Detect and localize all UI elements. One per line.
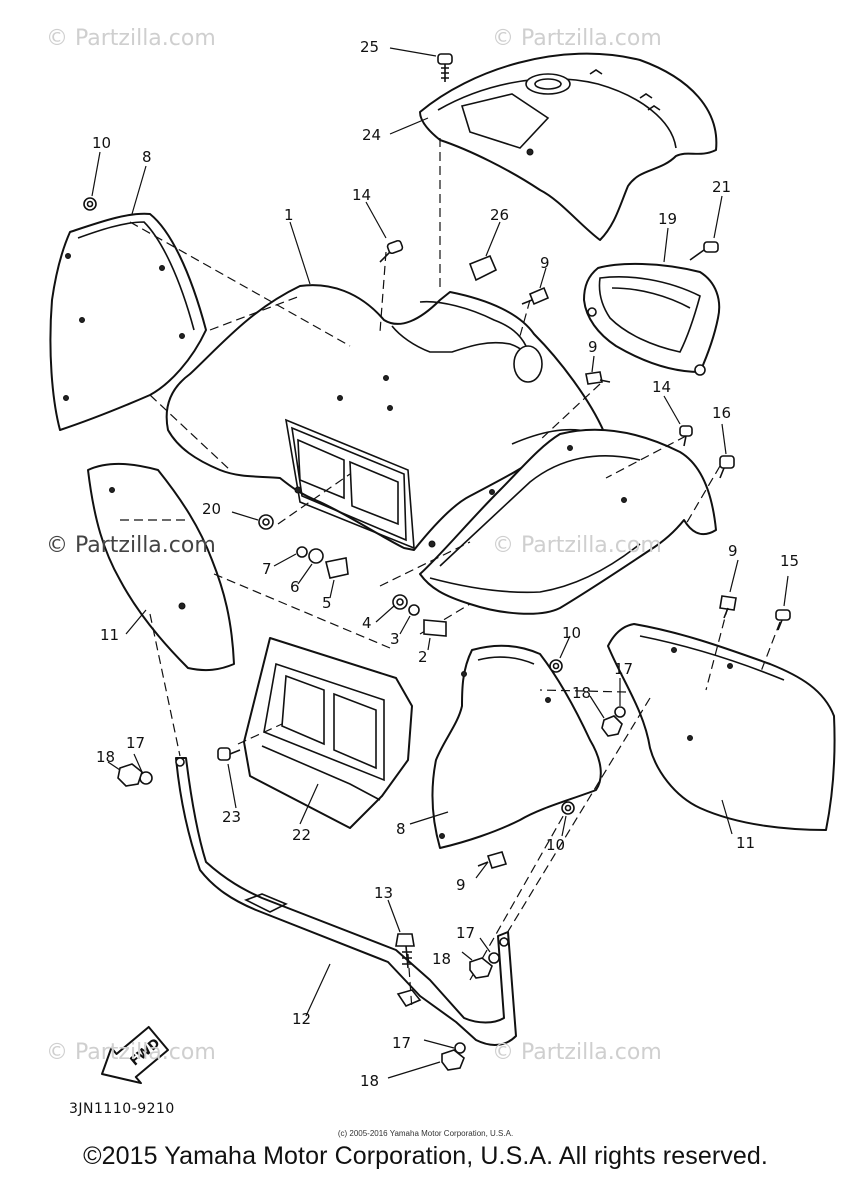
hardware <box>83 53 791 1071</box>
part-11-right-lower-fender[interactable] <box>607 623 836 831</box>
callout-26[interactable]: 26 <box>490 206 509 224</box>
copyright-notice: ©2015 Yamaha Motor Corporation, U.S.A. A… <box>83 1142 768 1170</box>
assembly-lines <box>129 138 781 1011</box>
callout-14[interactable]: 14 <box>352 186 371 204</box>
callout-21[interactable]: 21 <box>712 178 731 196</box>
callout-18[interactable]: 18 <box>572 684 591 702</box>
watermark: © Partzilla.com <box>46 533 216 558</box>
callout-8[interactable]: 8 <box>396 820 406 838</box>
callout-10[interactable]: 10 <box>562 624 581 642</box>
part-11-left-flap[interactable] <box>87 462 235 672</box>
callout-11[interactable]: 11 <box>736 834 755 852</box>
callout-18[interactable]: 18 <box>360 1072 379 1090</box>
callout-9[interactable]: 9 <box>456 876 466 894</box>
callout-9[interactable]: 9 <box>540 254 550 272</box>
watermark: © Partzilla.com <box>46 26 216 51</box>
callout-23[interactable]: 23 <box>222 808 241 826</box>
callout-12[interactable]: 12 <box>292 1010 311 1028</box>
callout-3[interactable]: 3 <box>390 630 400 648</box>
callout-11[interactable]: 11 <box>100 626 119 644</box>
callout-numbers: 25 24 10 8 14 1 26 21 19 9 9 14 16 20 7 … <box>92 38 799 1090</box>
small-copyright: (c) 2005-2016 Yamaha Motor Corporation, … <box>337 1129 514 1138</box>
callout-1[interactable]: 1 <box>284 206 294 224</box>
part-12-guard-bar[interactable] <box>175 757 517 1046</box>
part-24-upper-cover[interactable] <box>419 52 718 241</box>
callout-10[interactable]: 10 <box>92 134 111 152</box>
callout-19[interactable]: 19 <box>658 210 677 228</box>
part-19-rear-housing[interactable] <box>583 262 721 376</box>
callout-4[interactable]: 4 <box>362 614 372 632</box>
callout-17[interactable]: 17 <box>614 660 633 678</box>
callout-18[interactable]: 18 <box>96 748 115 766</box>
part-1-front-body[interactable] <box>165 284 605 551</box>
callout-10[interactable]: 10 <box>546 836 565 854</box>
callout-24[interactable]: 24 <box>362 126 381 144</box>
callout-15[interactable]: 15 <box>780 552 799 570</box>
callout-9[interactable]: 9 <box>728 542 738 560</box>
callout-2[interactable]: 2 <box>418 648 428 666</box>
part-8-side-cover-right[interactable] <box>431 644 602 849</box>
part-11-right-top-fender[interactable] <box>419 428 717 615</box>
callout-6[interactable]: 6 <box>290 578 300 596</box>
watermark: © Partzilla.com <box>492 26 662 51</box>
callout-9[interactable]: 9 <box>588 338 598 356</box>
leader-lines <box>91 47 789 1079</box>
callout-18[interactable]: 18 <box>432 950 451 968</box>
callout-13[interactable]: 13 <box>374 884 393 902</box>
callout-25[interactable]: 25 <box>360 38 379 56</box>
callout-17[interactable]: 17 <box>392 1034 411 1052</box>
callout-16[interactable]: 16 <box>712 404 731 422</box>
callout-17[interactable]: 17 <box>126 734 145 752</box>
callout-8[interactable]: 8 <box>142 148 152 166</box>
watermark: © Partzilla.com <box>492 533 662 558</box>
callout-22[interactable]: 22 <box>292 826 311 844</box>
callout-5[interactable]: 5 <box>322 594 332 612</box>
watermark: © Partzilla.com <box>492 1040 662 1065</box>
part-22-headlight-bezel[interactable] <box>243 637 413 829</box>
callout-7[interactable]: 7 <box>262 560 272 578</box>
watermark: © Partzilla.com <box>46 1040 216 1065</box>
callout-20[interactable]: 20 <box>202 500 221 518</box>
callout-14[interactable]: 14 <box>652 378 671 396</box>
callout-17[interactable]: 17 <box>456 924 475 942</box>
drawing-number: 3JN1110-9210 <box>69 1101 175 1117</box>
